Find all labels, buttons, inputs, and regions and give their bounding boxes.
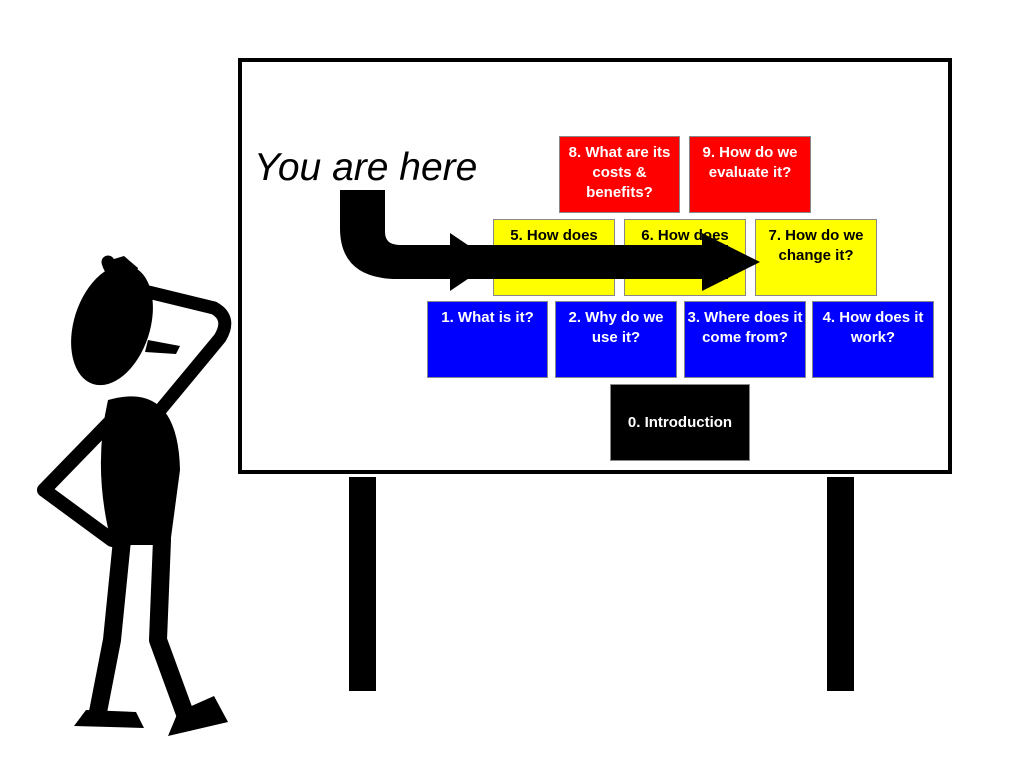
- box-how-does-5: 5. How does: [493, 219, 615, 296]
- box-introduction: 0. Introduction: [610, 384, 750, 461]
- you-are-here-label: You are here: [254, 146, 478, 189]
- box-evaluate: 9. How do we evaluate it?: [689, 136, 811, 213]
- billboard-right-post: [827, 477, 854, 691]
- box-where-from: 3. Where does it come from?: [684, 301, 806, 378]
- box-what-is-it: 1. What is it?: [427, 301, 548, 378]
- billboard-left-post: [349, 477, 376, 691]
- box-how-does-6: 6. How does: [624, 219, 746, 296]
- thinking-stick-figure-icon: [37, 255, 232, 736]
- box-change-it: 7. How do we change it?: [755, 219, 877, 296]
- box-why-use-it: 2. Why do we use it?: [555, 301, 677, 378]
- box-costs-benefits: 8. What are its costs & benefits?: [559, 136, 680, 213]
- box-how-work: 4. How does it work?: [812, 301, 934, 378]
